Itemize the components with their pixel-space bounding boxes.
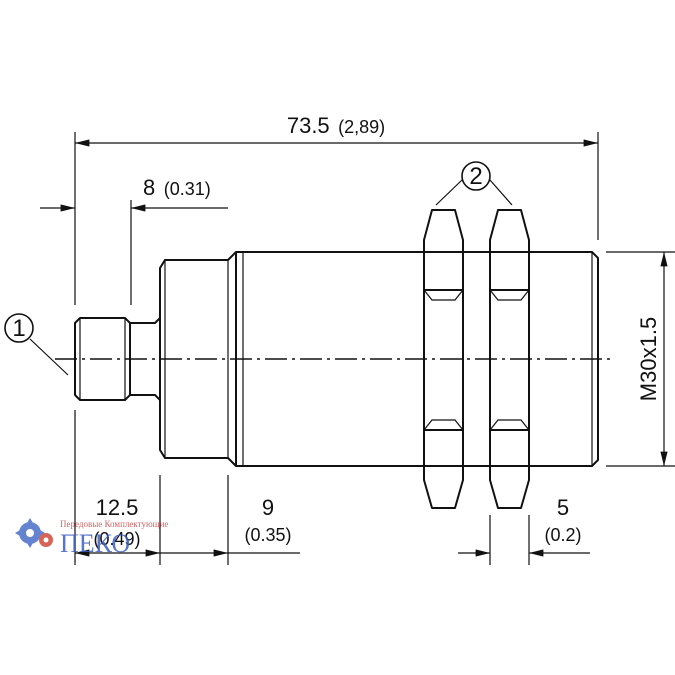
connector-neck — [130, 317, 161, 401]
dim-unthreaded-inch: (0.35) — [244, 525, 291, 545]
dim-unthreaded-value: 9 — [262, 495, 274, 520]
dim-overall-label: 73.5 (2,89) — [287, 113, 385, 138]
peko-logo: Передовые Комплектующие ПЕКО — [15, 518, 168, 558]
lock-nut-2 — [489, 209, 530, 509]
svg-text:2: 2 — [469, 163, 482, 190]
callout-2: 2 — [435, 161, 513, 206]
dim-front-inch: (0.49) — [93, 529, 140, 549]
dim-nut-inch: (0.2) — [544, 525, 581, 545]
dim-nut-value: 5 — [557, 495, 569, 520]
watermark-subtitle: Передовые Комплектующие — [60, 519, 168, 529]
svg-text:1: 1 — [12, 315, 25, 342]
watermark-text: ПЕКО — [60, 529, 130, 558]
callout-1: 1 — [4, 313, 69, 376]
dim-thread-label: M30x1.5 — [636, 317, 661, 401]
lock-nut-1 — [423, 209, 464, 509]
dim-connector-label: 8 (0.31) — [143, 175, 211, 200]
dim-front-value: 12.5 — [96, 495, 139, 520]
gear-icon — [15, 518, 53, 548]
